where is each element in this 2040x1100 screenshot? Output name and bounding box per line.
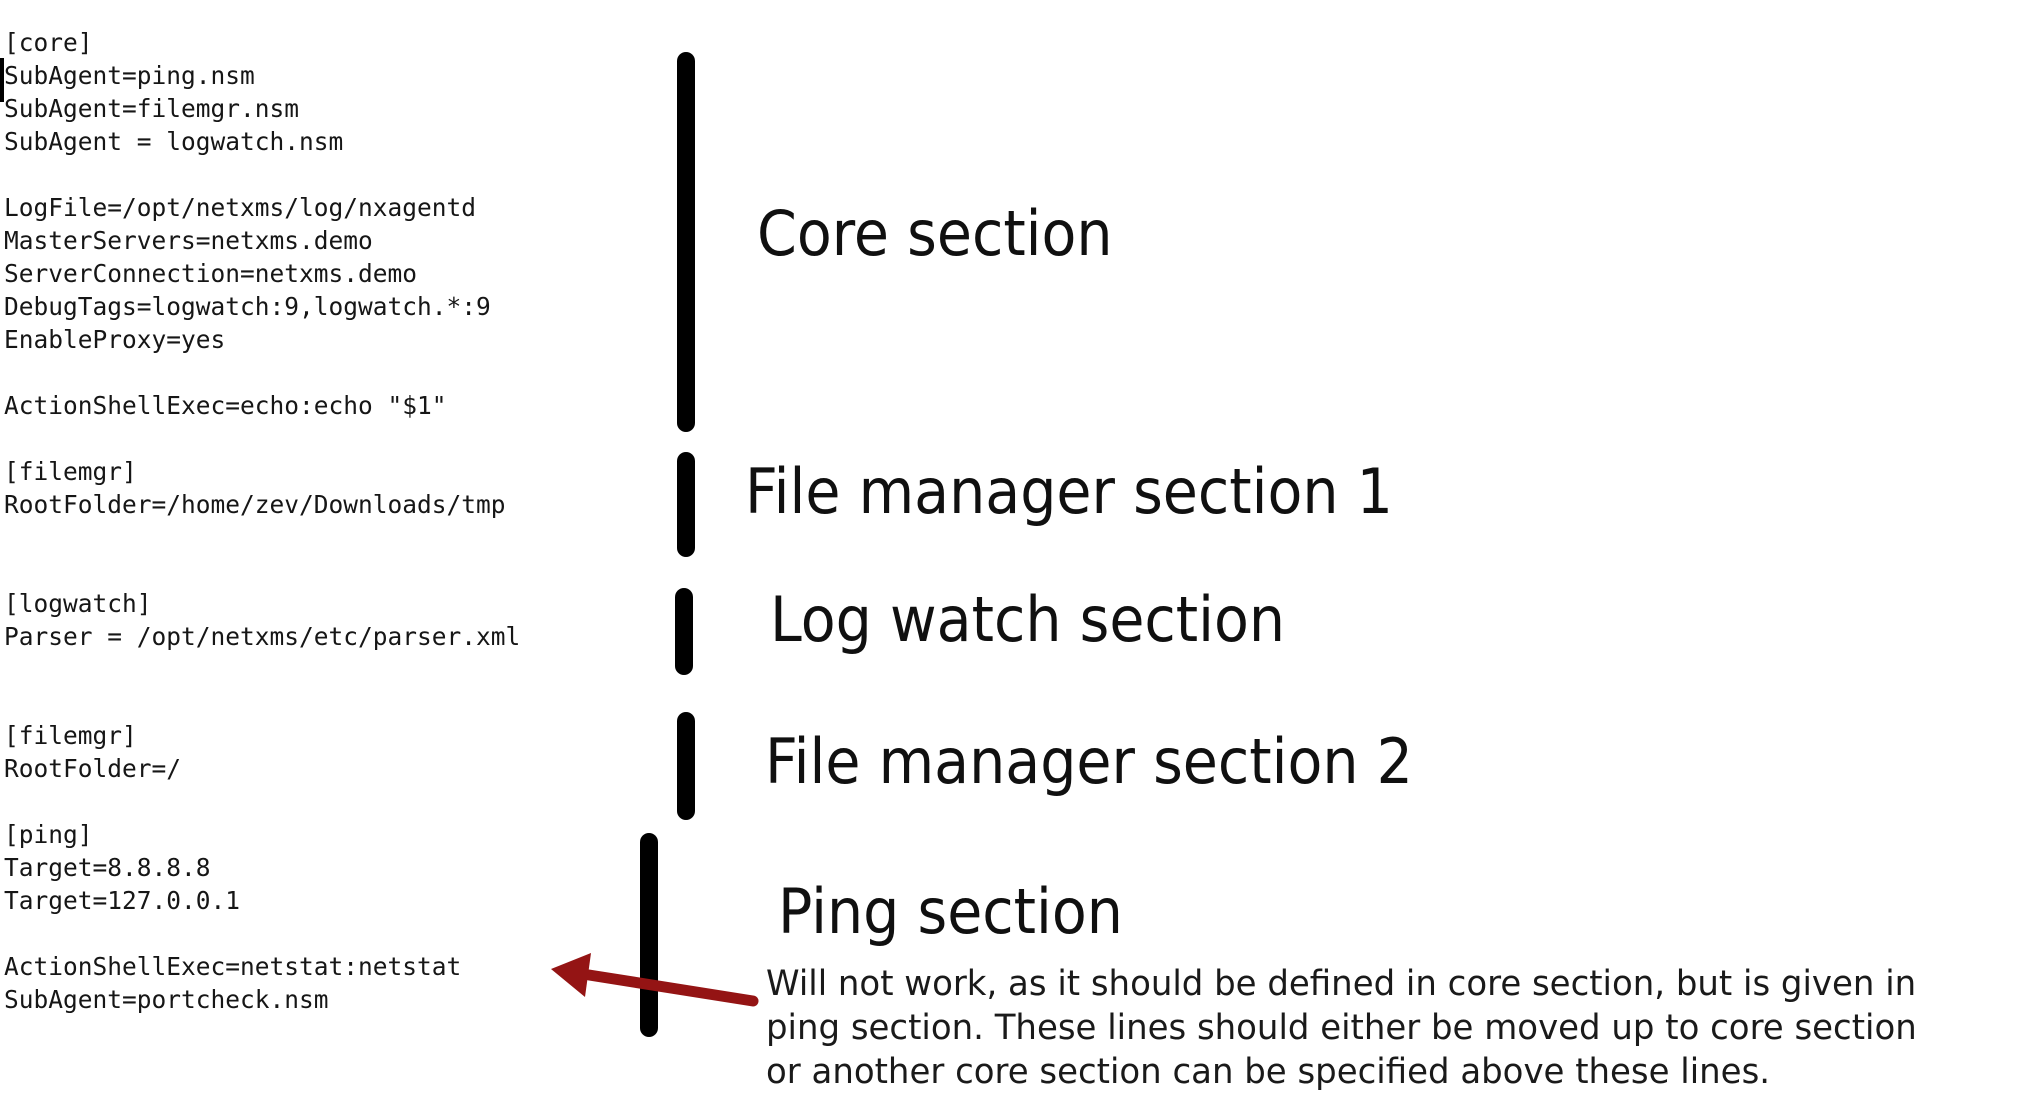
annotation-line: Will not work, as it should be defined i…: [766, 964, 1917, 1004]
config-line: [4, 158, 520, 191]
config-line: Parser = /opt/netxms/etc/parser.xml: [4, 622, 521, 651]
config-line: SubAgent = logwatch.nsm: [4, 127, 344, 156]
ping-section-label: Ping section: [778, 875, 1123, 948]
config-line: [4, 653, 520, 686]
log-watch-section-label: Log watch section: [770, 583, 1286, 656]
file-manager-1-section-bracket-bar: [677, 452, 695, 557]
config-line: EnableProxy=yes: [4, 325, 226, 354]
annotation-line: ping section. These lines should either …: [766, 1008, 1917, 1048]
config-line: ActionShellExec=netstat:netstat: [4, 952, 462, 981]
arrowhead: [551, 953, 591, 997]
config-line: ServerConnection=netxms.demo: [4, 259, 418, 288]
config-line: DebugTags=logwatch:9,logwatch.*:9: [4, 292, 491, 321]
config-line: RootFolder=/: [4, 754, 182, 783]
config-line: SubAgent=ping.nsm: [4, 61, 255, 90]
config-line: [logwatch]: [4, 589, 152, 618]
core-section-label: Core section: [757, 197, 1113, 270]
config-line: Target=8.8.8.8: [4, 853, 211, 882]
config-file-text: [core] SubAgent=ping.nsm SubAgent=filemg…: [4, 26, 520, 1016]
file-manager-2-section-bracket-bar: [677, 712, 695, 820]
core-section-bracket-bar: [677, 52, 695, 432]
config-line: [4, 785, 520, 818]
config-line: MasterServers=netxms.demo: [4, 226, 373, 255]
text-cursor: [0, 58, 4, 102]
config-line: [4, 356, 520, 389]
arrow-shaft: [583, 969, 759, 1007]
annotation-paragraph: Will not work, as it should be defined i…: [766, 962, 1917, 1094]
config-line: [core]: [4, 28, 93, 57]
config-line: LogFile=/opt/netxms/log/nxagentd: [4, 193, 477, 222]
config-line: SubAgent=filemgr.nsm: [4, 94, 300, 123]
log-watch-section-bracket-bar: [675, 588, 693, 675]
file-manager-1-section-label: File manager section 1: [745, 455, 1393, 528]
config-line: [4, 521, 520, 554]
config-line: [ping]: [4, 820, 93, 849]
config-line: [4, 554, 520, 587]
config-line: SubAgent=portcheck.nsm: [4, 985, 329, 1014]
file-manager-2-section-label: File manager section 2: [765, 725, 1413, 798]
config-line: [4, 917, 520, 950]
ping-section-bracket-bar: [640, 833, 658, 1037]
config-line: [filemgr]: [4, 457, 137, 486]
config-line: RootFolder=/home/zev/Downloads/tmp: [4, 490, 506, 519]
config-line: [4, 422, 520, 455]
config-line: [filemgr]: [4, 721, 137, 750]
config-line: ActionShellExec=echo:echo "$1": [4, 391, 447, 420]
annotation-line: or another core section can be specified…: [766, 1052, 1771, 1092]
config-line: [4, 686, 520, 719]
config-line: Target=127.0.0.1: [4, 886, 241, 915]
